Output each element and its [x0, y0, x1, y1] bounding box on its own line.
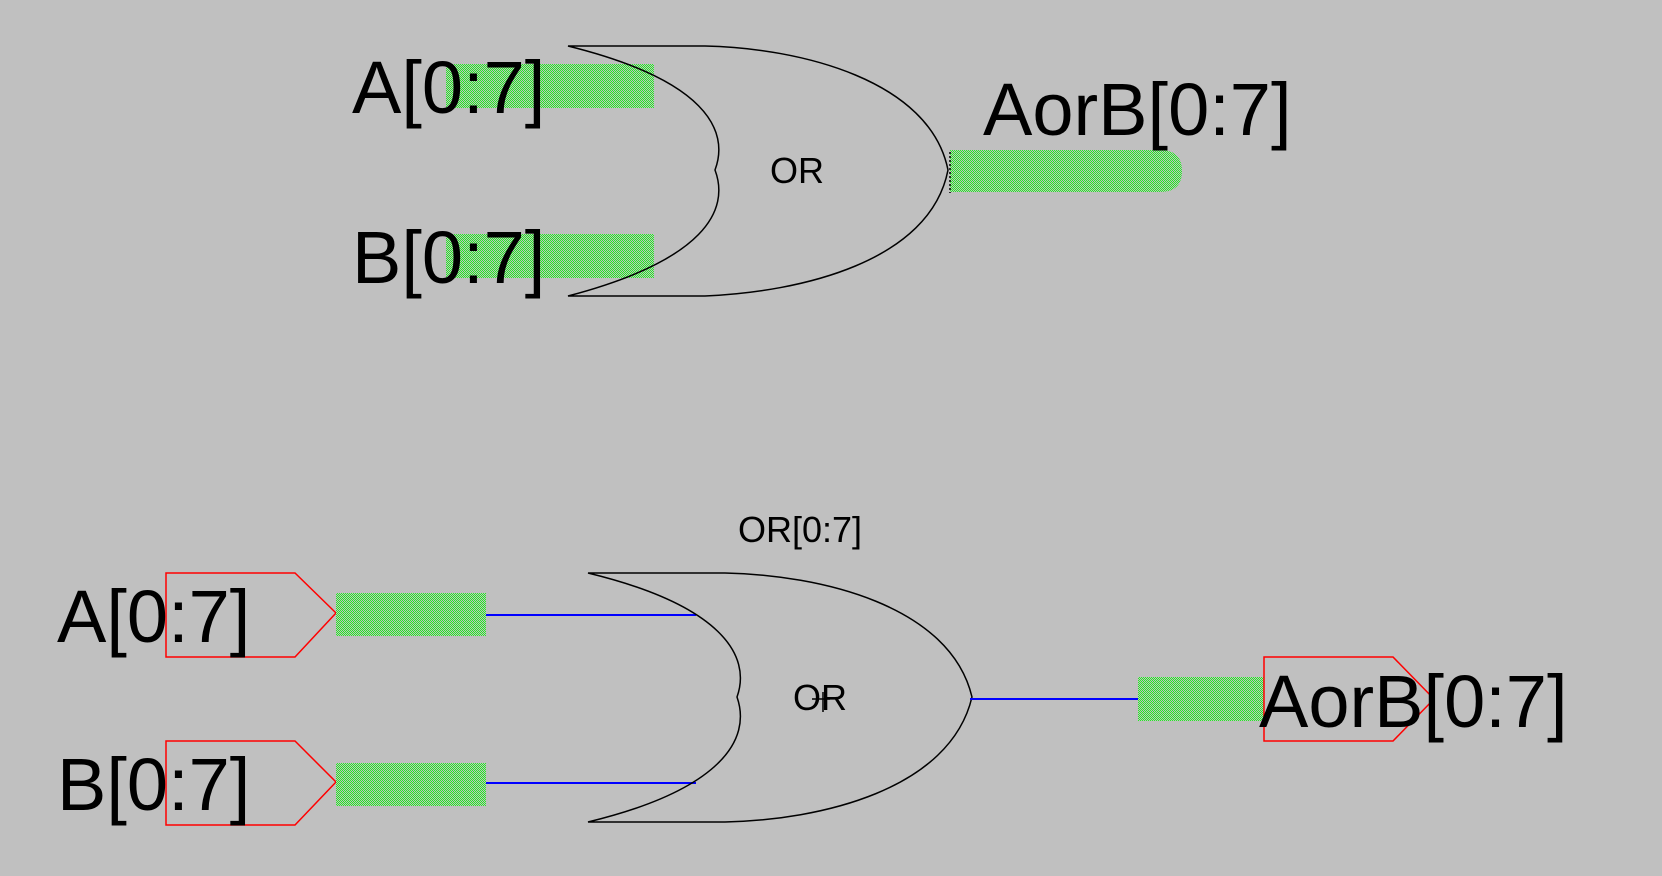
bottom-output-bus[interactable] [1138, 677, 1264, 721]
bottom-input-b-port[interactable] [165, 740, 338, 826]
top-output-bus[interactable] [950, 150, 1182, 192]
bottom-input-b-bus[interactable] [336, 763, 486, 806]
top-input-b-label: B[0:7] [352, 216, 545, 299]
top-input-a-bus[interactable] [446, 64, 654, 108]
bottom-circuit: OR[0:7] OR A[0:7] B[0:7] AorB[0:7] [57, 509, 1568, 826]
top-circuit: OR A[0:7] B[0:7] AorB[0:7] [352, 45, 1292, 299]
bottom-output-label: AorB[0:7] [1259, 660, 1568, 743]
top-input-b-bus[interactable] [446, 234, 654, 278]
bottom-or-gate-body[interactable] [587, 572, 973, 823]
top-or-gate-body[interactable] [567, 45, 949, 297]
top-or-gate-label: OR [770, 150, 824, 191]
top-input-a-label: A[0:7] [352, 46, 545, 129]
bottom-input-a-label: A[0:7] [57, 575, 250, 658]
bottom-input-a-bus[interactable] [336, 593, 486, 636]
bottom-input-b-label: B[0:7] [57, 743, 250, 826]
bottom-output-port[interactable] [1263, 656, 1436, 742]
bottom-gate-instance-name: OR[0:7] [738, 509, 862, 550]
bottom-input-a-port[interactable] [165, 572, 338, 658]
top-output-label: AorB[0:7] [983, 68, 1292, 151]
bottom-or-gate-label: OR [793, 677, 847, 718]
top-or-gate[interactable]: OR [567, 45, 949, 297]
bottom-or-gate[interactable]: OR [587, 572, 973, 823]
